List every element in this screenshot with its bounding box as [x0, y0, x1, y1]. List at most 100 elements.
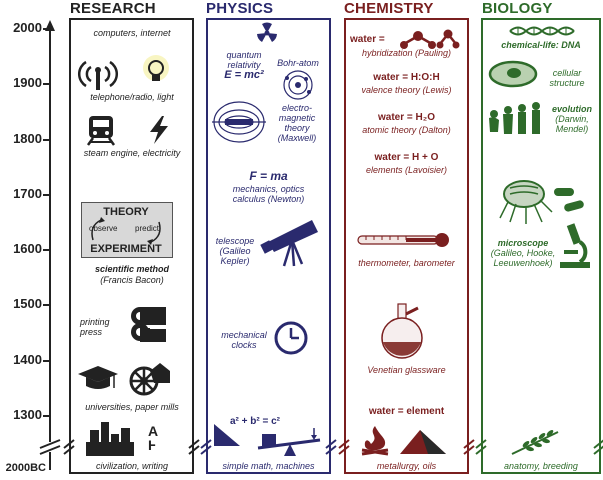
thermometer-icon [357, 233, 449, 247]
research-scientific-method: scientific method [94, 264, 169, 274]
physics-clocks-1: mechanical [221, 330, 267, 340]
physics-pythagoras: a² + b² = c² [230, 416, 281, 427]
year-label: 2000BC [5, 462, 46, 474]
year-label: 1400 [13, 352, 42, 367]
bacteria-icon [554, 188, 584, 212]
flask-icon [381, 303, 423, 359]
year-label: 2000 [13, 20, 42, 35]
wheat-icon [511, 430, 559, 455]
fire-icon [361, 426, 389, 456]
chem-metallurgy: metallurgy, oils [376, 461, 437, 471]
electromagnetic-field-icon [212, 101, 266, 143]
year-tick [43, 194, 51, 196]
research-printing-1: printing [80, 317, 110, 327]
bio-dna: chemical-life: DNA [501, 40, 581, 50]
bio-microscope-1: microscope [497, 238, 549, 248]
chem-water-1: water = [350, 34, 385, 45]
year-label: 1700 [13, 186, 42, 201]
bio-anatomy: anatomy, breeding [504, 461, 578, 471]
radio-tower-icon [77, 60, 119, 90]
clock-icon [274, 321, 308, 355]
predict-label: predict [135, 224, 160, 233]
cell-icon [488, 60, 538, 88]
triangle-icon [214, 424, 240, 446]
physics-mechanics: mechanics, optics [232, 184, 305, 194]
header-research: RESEARCH [70, 0, 156, 17]
physics-em-2: magnetic [278, 113, 316, 123]
lightning-bolt-icon [150, 116, 168, 144]
physics-fma: F = ma [249, 169, 288, 183]
year-tick [43, 415, 51, 417]
chem-elements: elements (Lavoisier) [365, 165, 448, 175]
column-biology [481, 18, 601, 474]
year-tick [43, 304, 51, 306]
header-physics: PHYSICS [206, 0, 274, 17]
research-steam: steam engine, electricity [83, 148, 181, 158]
physics-telescope-1: telescope [215, 236, 255, 246]
physics-bohr: Bohr-atom [277, 58, 319, 68]
chem-atomic: atomic theory (Dalton) [362, 125, 451, 135]
research-telephone: telephone/radio, light [90, 92, 174, 102]
chem-water-5: water = element [368, 406, 445, 417]
year-label: 1300 [13, 407, 42, 422]
year-tick [43, 360, 51, 362]
column-chemistry [344, 18, 469, 474]
dna-helix-icon [509, 26, 575, 36]
physics-em-1: electro- [281, 103, 312, 113]
year-label: 1600 [13, 241, 42, 256]
light-bulb-icon [143, 55, 169, 81]
bio-microscope-2: (Galileo, Hooke, [490, 248, 556, 258]
chem-hybridization: hybridization (Pauling) [361, 48, 452, 58]
paper-mill-wheel-icon [129, 363, 170, 396]
cycle-arrows-icon [91, 217, 161, 245]
observe-label: observe [89, 224, 118, 233]
physics-quantum-1: quantum [226, 50, 262, 60]
graduation-cap-icon [78, 366, 118, 389]
lever-machine-icon [257, 428, 321, 456]
physics-quantum-2: relativity [227, 60, 261, 70]
physics-clocks-2: clocks [231, 340, 257, 350]
research-civilization: civilization, writing [95, 461, 169, 471]
physics-telescope-3: Kepler) [220, 256, 250, 266]
header-biology: BIOLOGY [482, 0, 553, 17]
bio-evolution-1: evolution [552, 104, 592, 114]
physics-em-4: (Maxwell) [277, 133, 317, 143]
physics-simple-math: simple math, machines [222, 461, 315, 471]
column-physics [206, 18, 331, 474]
year-tick [43, 28, 51, 30]
chem-water-2: water = H:O:H [373, 72, 440, 83]
year-label: 1500 [13, 296, 42, 311]
evolution-figures-icon [489, 102, 540, 134]
header-chemistry: CHEMISTRY [344, 0, 434, 17]
bio-evolution-3: Mendel) [555, 124, 589, 134]
research-computers: computers, internet [93, 28, 171, 38]
bio-cellular-2: structure [549, 78, 585, 88]
research-bacon: (Francis Bacon) [100, 275, 164, 285]
physics-calculus: calculus (Newton) [232, 194, 305, 204]
flea-icon [499, 180, 553, 224]
year-tick [43, 83, 51, 85]
year-tick [43, 249, 51, 251]
year-label: 1900 [13, 75, 42, 90]
research-printing-2: press [80, 327, 103, 337]
chem-valence: valence theory (Lewis) [361, 85, 452, 95]
scientific-method-box [81, 202, 173, 258]
chem-glassware: Venetian glassware [367, 365, 446, 375]
microscope-icon [560, 223, 590, 268]
bio-cellular-1: cellular [552, 68, 582, 78]
physics-em-3: theory [284, 123, 310, 133]
theory-label: THEORY [103, 206, 149, 218]
city-skyline-icon [86, 422, 134, 456]
hybrid-molecule-icon [400, 29, 460, 49]
printing-press-icon [131, 307, 168, 342]
experiment-label: EXPERIMENT [90, 243, 162, 255]
column-research [69, 18, 194, 474]
bio-evolution-2: (Darwin, [555, 114, 589, 124]
telescope-icon [260, 220, 318, 267]
chem-thermometer: thermometer, barometer [358, 258, 455, 268]
year-tick [43, 139, 51, 141]
chem-water-3: water = H₂O [378, 112, 435, 123]
physics-telescope-2: (Galileo [219, 246, 251, 256]
